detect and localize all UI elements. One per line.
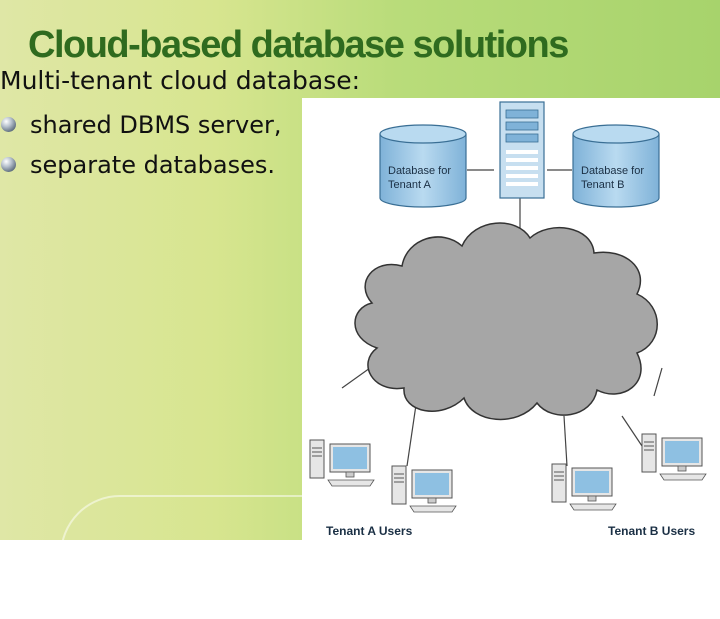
- tenant-b-users-label: Tenant B Users: [608, 524, 695, 538]
- bullet-text: separate databases.: [30, 151, 275, 179]
- bullet-list: shared DBMS server, separate databases.: [0, 108, 282, 188]
- diagram-svg: Database for Tenant A Database for Tenan…: [309, 101, 707, 538]
- bullet-item: separate databases.: [0, 148, 282, 188]
- bullet-text: shared DBMS server,: [30, 111, 282, 139]
- database-tenant-b-icon: Database for Tenant B: [572, 124, 660, 208]
- db-b-label-line2: Tenant B: [581, 179, 624, 191]
- tenant-a-users-label: Tenant A Users: [326, 524, 413, 538]
- tenant-a-workstation-icon: [309, 439, 375, 487]
- slide-title: Cloud-based database solutions: [28, 24, 569, 66]
- bullet-item: shared DBMS server,: [0, 108, 282, 148]
- db-a-label-line1: Database for: [388, 165, 451, 177]
- multi-tenant-diagram: Database for Tenant A Database for Tenan…: [302, 98, 720, 540]
- bullet-icon: [1, 157, 16, 172]
- cloud-icon: [354, 222, 658, 421]
- tenant-a-workstation-icon: [391, 465, 457, 513]
- bullet-icon: [1, 117, 16, 132]
- tenant-b-workstation-icon: [641, 433, 707, 481]
- tenant-b-workstation-icon: [551, 463, 617, 511]
- bullet-heading: Multi-tenant cloud database:: [0, 66, 361, 95]
- db-a-label-line2: Tenant A: [388, 179, 431, 191]
- database-tenant-a-icon: Database for Tenant A: [379, 124, 467, 208]
- db-b-label-line1: Database for: [581, 165, 644, 177]
- dbms-server-icon: [499, 101, 545, 199]
